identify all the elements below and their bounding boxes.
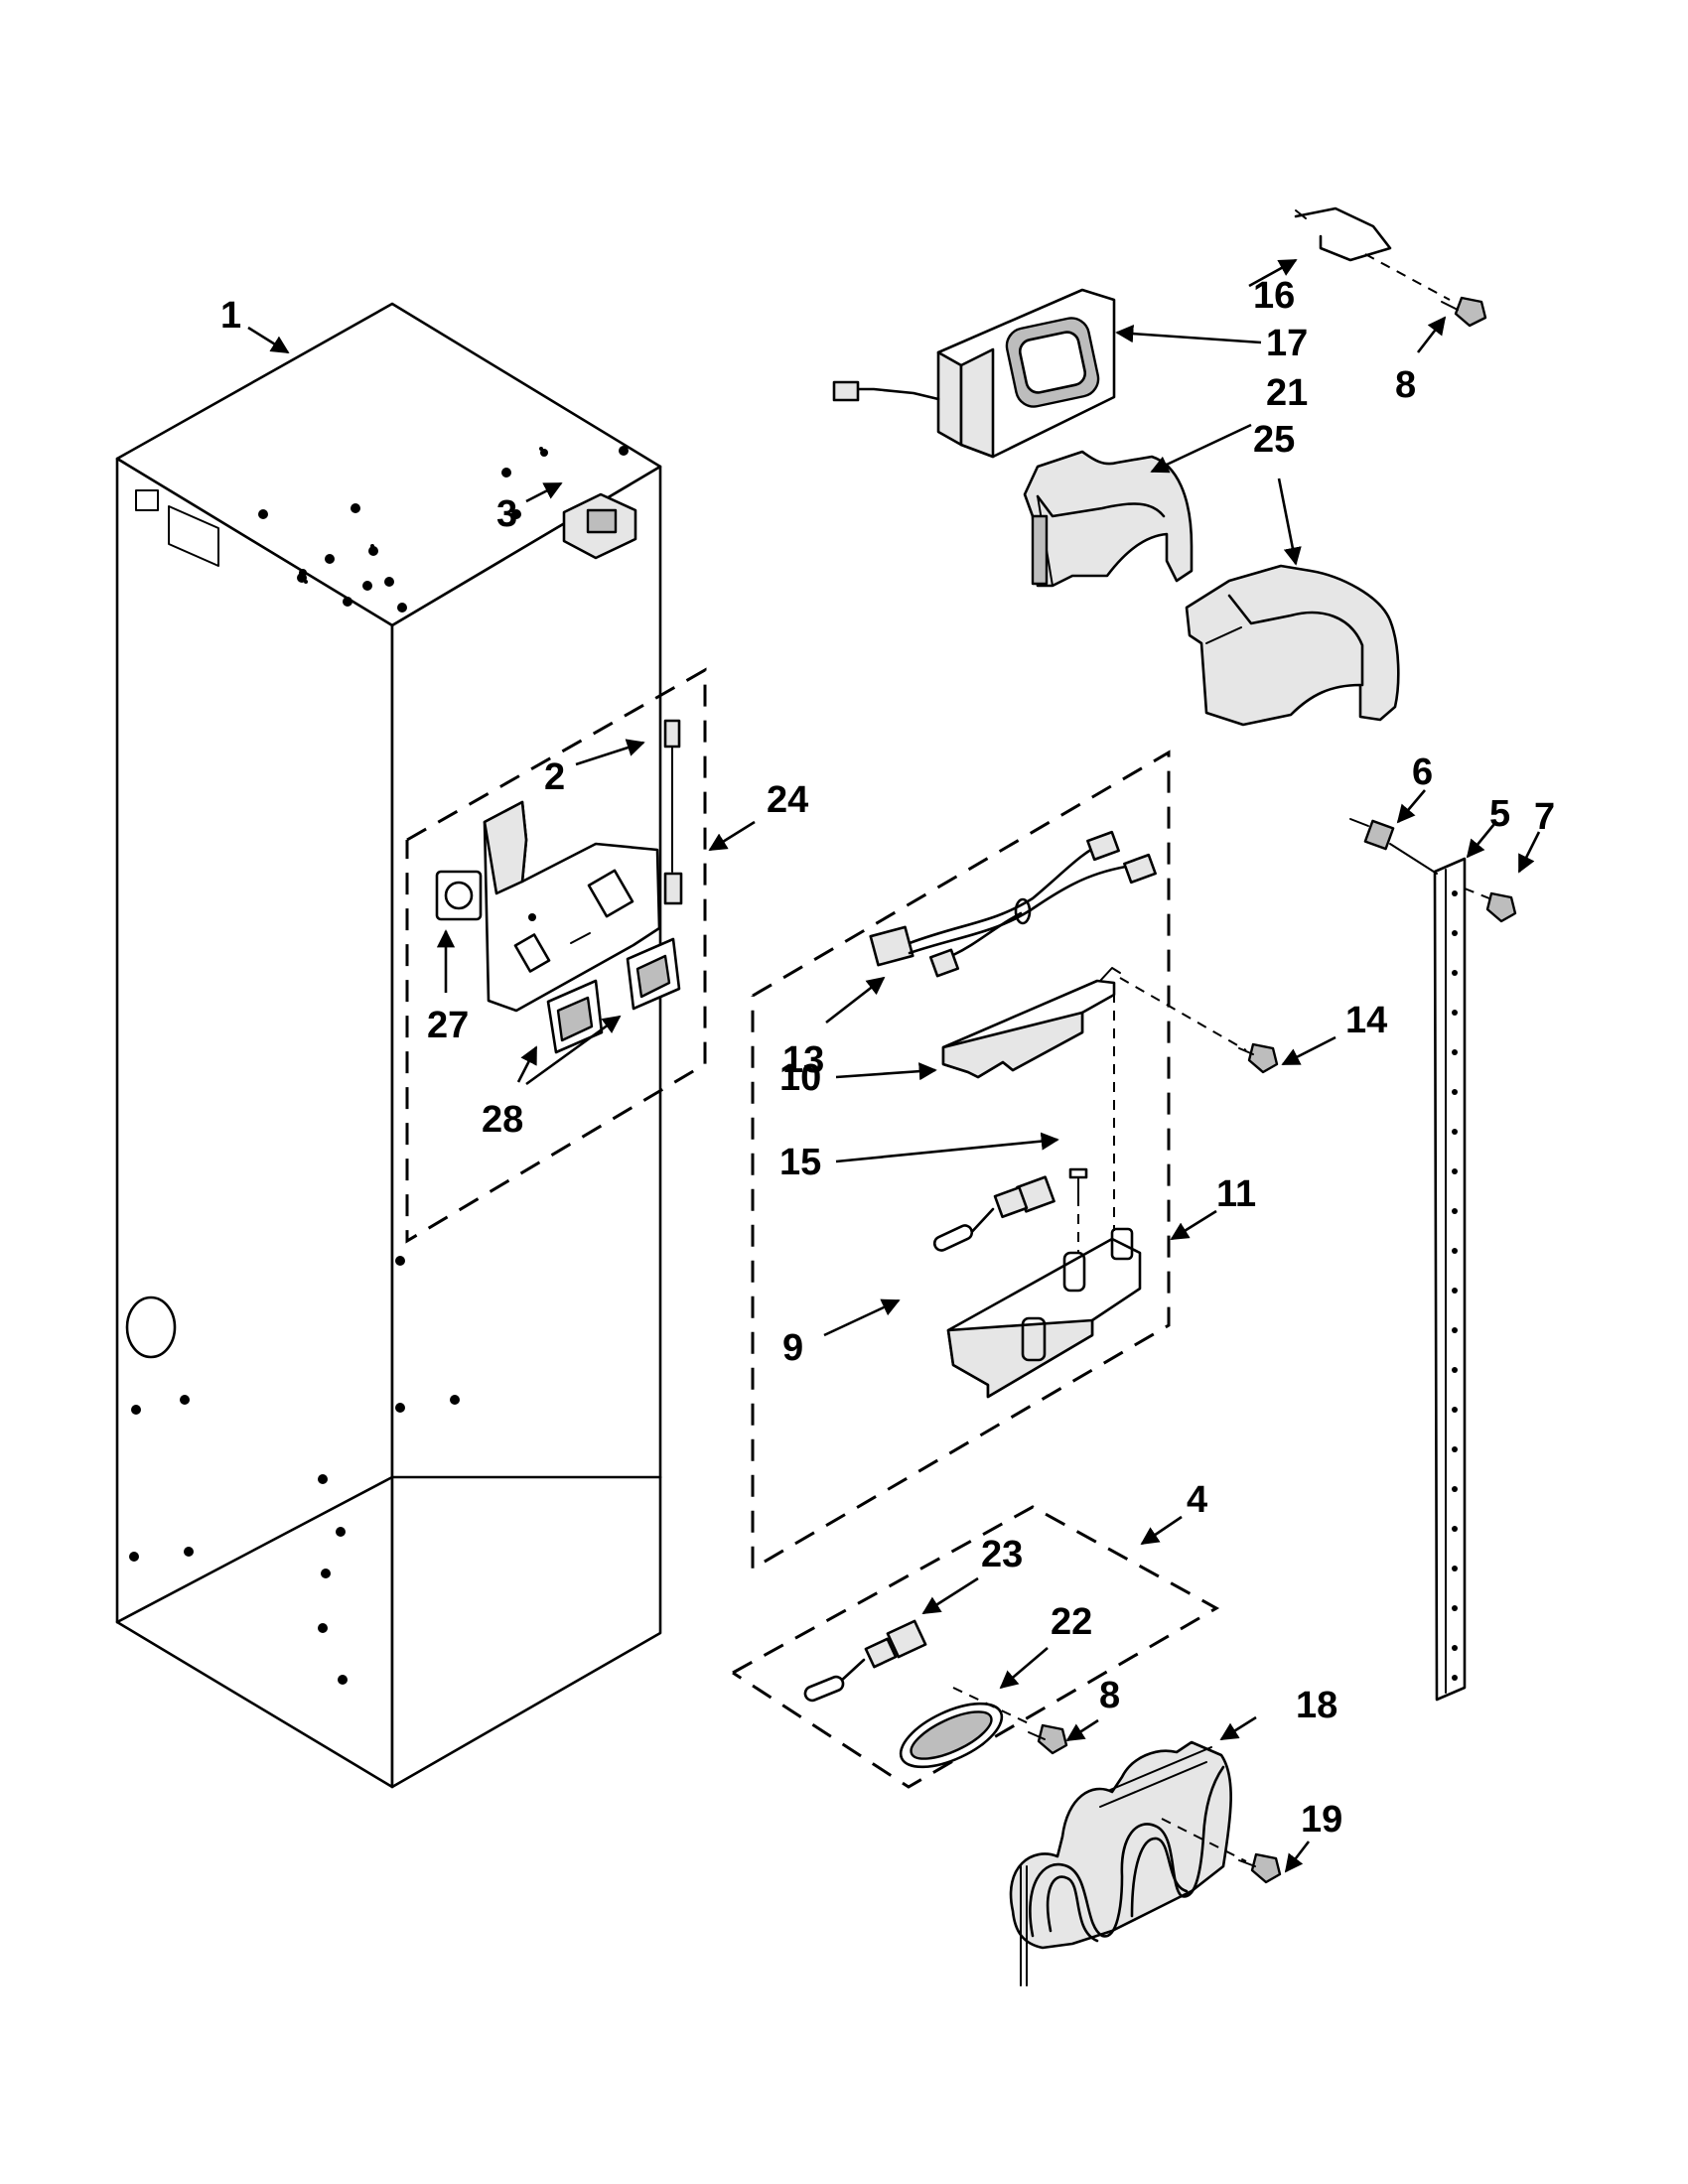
callout-5: 5 xyxy=(1489,793,1510,835)
screw-part-19 xyxy=(1238,1852,1282,1884)
screw-part-8-upper xyxy=(1441,296,1487,328)
callout-4: 4 xyxy=(1187,1479,1207,1521)
callout-9: 9 xyxy=(782,1327,803,1369)
callout-17: 17 xyxy=(1266,323,1308,364)
cover-part-21 xyxy=(1023,450,1194,588)
heater-part-18 xyxy=(1009,1740,1247,1986)
callout-27: 27 xyxy=(427,1005,469,1046)
callout-2: 2 xyxy=(544,756,565,798)
display-group-part-4 xyxy=(732,1505,1220,1789)
callout-22: 22 xyxy=(1051,1601,1092,1643)
rail-slots xyxy=(1452,890,1458,1681)
callout-3: 3 xyxy=(496,493,517,535)
callout-7: 7 xyxy=(1534,796,1555,838)
clip-part-6 xyxy=(1349,818,1438,875)
callout-13: 13 xyxy=(782,1039,824,1081)
screw-part-8-lower xyxy=(1028,1723,1068,1755)
callout-23: 23 xyxy=(981,1534,1023,1575)
control-box-group xyxy=(751,750,1171,1571)
callout-25: 25 xyxy=(1253,419,1295,461)
cover-part-25 xyxy=(1185,564,1400,727)
callout-16: 16 xyxy=(1253,275,1295,317)
screw-part-14 xyxy=(1119,977,1279,1074)
rail-part-5 xyxy=(1433,857,1467,1702)
callout-18: 18 xyxy=(1296,1685,1337,1726)
callout-19: 19 xyxy=(1301,1799,1342,1841)
callout-1: 1 xyxy=(220,295,241,337)
callout-24: 24 xyxy=(767,779,808,821)
callout-6: 6 xyxy=(1412,751,1433,793)
callout-21: 21 xyxy=(1266,372,1308,414)
display-part-17 xyxy=(832,288,1116,459)
callout-8-lower: 8 xyxy=(1099,1675,1120,1716)
callout-11: 11 xyxy=(1216,1173,1256,1215)
callout-8-upper: 8 xyxy=(1395,364,1416,406)
callout-28: 28 xyxy=(482,1099,523,1141)
callout-arrows xyxy=(247,258,1541,1873)
callout-10: 10 xyxy=(779,1057,821,1099)
cabinet-part-1 xyxy=(115,302,662,1789)
control-group-part-24 xyxy=(405,667,707,1244)
callout-14: 14 xyxy=(1345,1000,1387,1041)
clip-part-16 xyxy=(1294,206,1451,301)
callout-15: 15 xyxy=(779,1142,821,1183)
screw-part-7 xyxy=(1464,887,1517,923)
cabinet-holes xyxy=(129,446,629,1685)
callout-labels: 1 2 3 4 5 6 7 8 8 9 10 11 13 14 15 16 17… xyxy=(220,275,1555,1841)
